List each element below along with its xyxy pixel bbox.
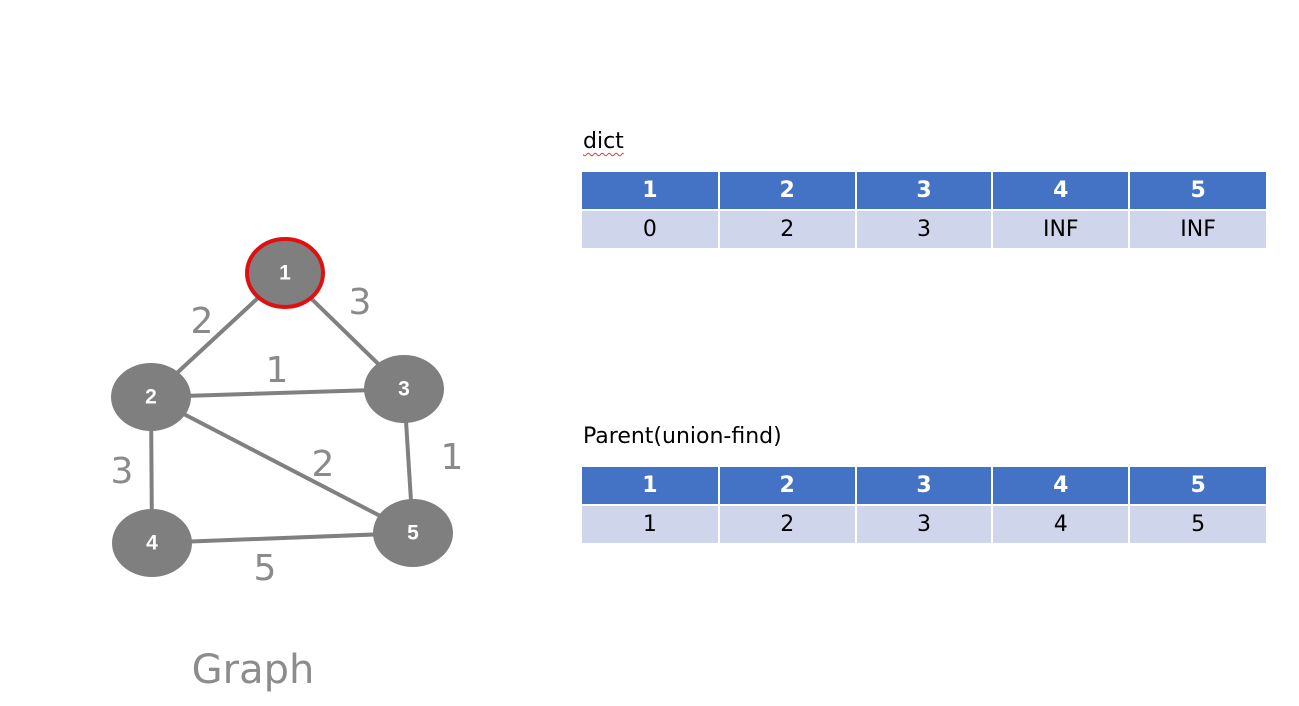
node-4: 4 bbox=[112, 509, 192, 577]
parent-header-cell: 2 bbox=[717, 467, 857, 506]
parent-value-cell: 3 bbox=[854, 504, 994, 543]
parent-table: 1 2 3 4 5 1 2 3 4 5 bbox=[582, 467, 1266, 543]
graph-caption: Graph bbox=[192, 647, 315, 693]
parent-value-row: 1 2 3 4 5 bbox=[582, 504, 1266, 543]
node-label-4: 4 bbox=[146, 532, 158, 555]
dict-header-row: 1 2 3 4 5 bbox=[582, 172, 1266, 211]
node-3: 3 bbox=[364, 355, 444, 423]
graph-nodes: 1 2 3 4 5 bbox=[111, 237, 453, 577]
dict-title: dict bbox=[583, 129, 624, 154]
dict-value-cell: 0 bbox=[582, 209, 720, 248]
edge-2-5 bbox=[149, 395, 415, 535]
edge-weight-1-2: 2 bbox=[191, 301, 214, 342]
dict-value-cell: 3 bbox=[854, 209, 994, 248]
edge-weight-3-5: 1 bbox=[441, 437, 464, 478]
dict-table: 1 2 3 4 5 0 2 3 INF INF bbox=[582, 172, 1266, 248]
node-label-3: 3 bbox=[398, 378, 410, 401]
parent-value-cell: 1 bbox=[582, 504, 720, 543]
parent-value-cell: 5 bbox=[1128, 504, 1266, 543]
dict-value-row: 0 2 3 INF INF bbox=[582, 209, 1266, 248]
node-label-2: 2 bbox=[145, 386, 157, 409]
edge-weight-4-5: 5 bbox=[254, 548, 277, 589]
node-circle-1 bbox=[245, 237, 325, 309]
parent-header-row: 1 2 3 4 5 bbox=[582, 467, 1266, 506]
dict-value-cell: INF bbox=[991, 209, 1131, 248]
node-circle-4 bbox=[112, 509, 192, 577]
dict-header-cell: 3 bbox=[854, 172, 994, 211]
node-circle-5 bbox=[373, 499, 453, 567]
edge-2-3 bbox=[149, 387, 406, 399]
graph-edge-weights: 2 3 1 3 2 1 5 bbox=[111, 282, 464, 589]
node-circle-2 bbox=[111, 363, 191, 431]
edge-weight-1-3: 3 bbox=[349, 282, 372, 323]
edge-weight-2-3: 1 bbox=[266, 350, 289, 391]
graph-diagram: 2 3 1 3 2 1 5 1 2 3 4 5 Graph bbox=[111, 237, 464, 693]
parent-value-cell: 4 bbox=[991, 504, 1131, 543]
dict-value-cell: INF bbox=[1128, 209, 1266, 248]
dict-header-cell: 4 bbox=[991, 172, 1131, 211]
dict-header-cell: 1 bbox=[582, 172, 720, 211]
parent-header-cell: 5 bbox=[1128, 467, 1266, 506]
node-1: 1 bbox=[245, 237, 325, 309]
node-label-5: 5 bbox=[407, 522, 419, 545]
parent-value-cell: 2 bbox=[717, 504, 857, 543]
parent-header-cell: 1 bbox=[582, 467, 720, 506]
node-circle-3 bbox=[364, 355, 444, 423]
dict-header-cell: 5 bbox=[1128, 172, 1266, 211]
parent-title: Parent(union-find) bbox=[583, 424, 782, 449]
dict-value-cell: 2 bbox=[717, 209, 857, 248]
dict-header-cell: 2 bbox=[717, 172, 857, 211]
node-5: 5 bbox=[373, 499, 453, 567]
parent-header-cell: 4 bbox=[991, 467, 1131, 506]
parent-header-cell: 3 bbox=[854, 467, 994, 506]
edge-4-5 bbox=[150, 531, 415, 545]
edge-weight-2-5: 2 bbox=[312, 444, 335, 485]
node-label-1: 1 bbox=[279, 262, 291, 285]
node-2: 2 bbox=[111, 363, 191, 431]
edge-weight-2-4: 3 bbox=[111, 451, 134, 492]
